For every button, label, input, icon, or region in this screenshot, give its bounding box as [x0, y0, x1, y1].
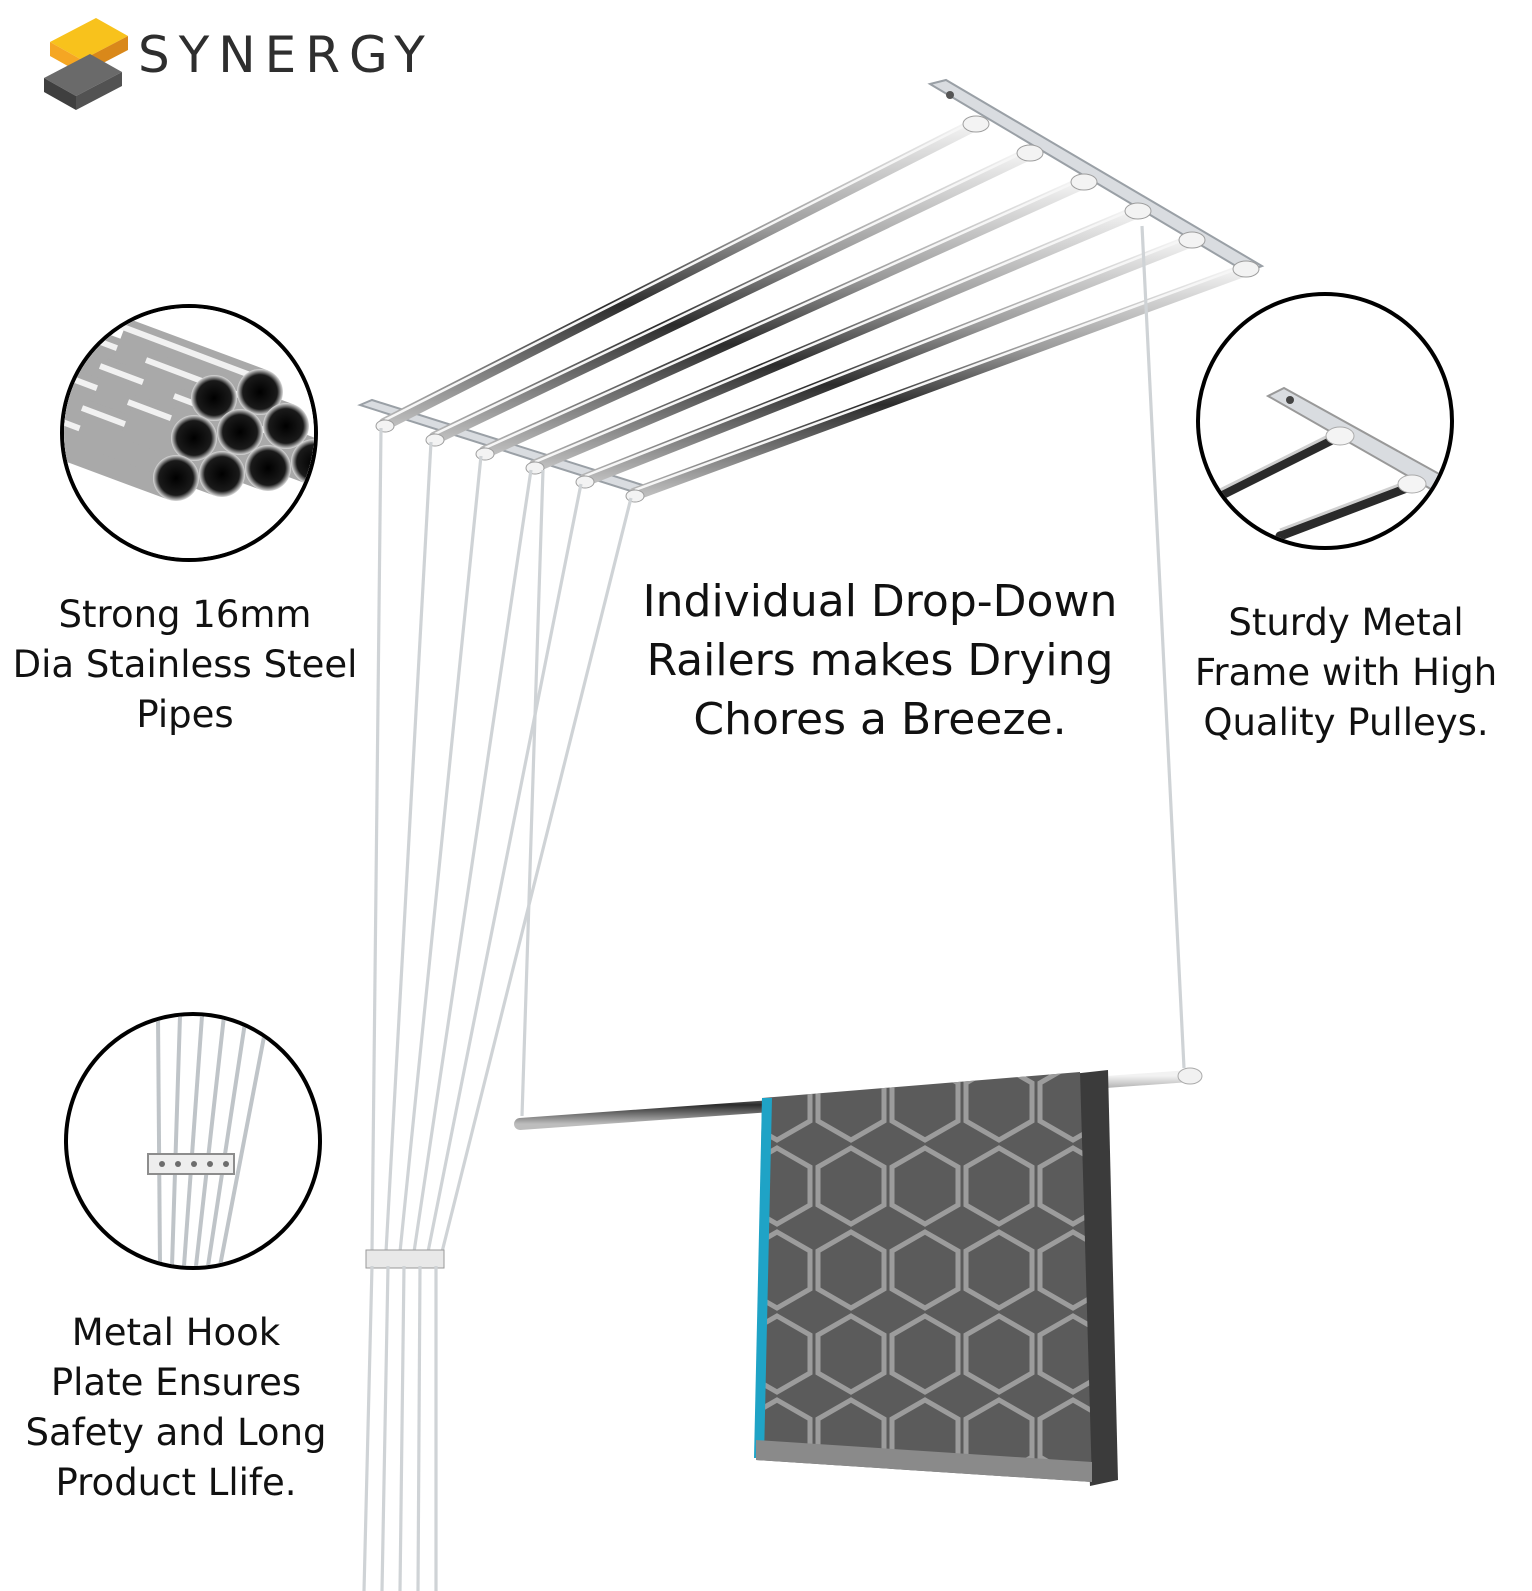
cord — [380, 1265, 390, 1591]
hook-plate-caption-line-1: Metal Hook — [71, 1311, 281, 1354]
rails-group — [375, 115, 1260, 503]
cord — [384, 441, 433, 1253]
pulley — [1232, 260, 1260, 278]
frame-caption-line-3: Quality Pulleys. — [1203, 701, 1489, 744]
pulley — [425, 433, 445, 447]
brand-name: SYNERGY — [138, 26, 434, 84]
towel — [754, 1070, 1118, 1486]
pipe-end — [171, 415, 217, 461]
pipe-end — [153, 455, 199, 501]
brand-logo — [36, 12, 130, 112]
pipe-end — [199, 451, 245, 497]
pulley — [575, 475, 595, 489]
cord — [370, 427, 383, 1253]
metal-frame-pulley-icon — [1215, 386, 1450, 541]
hook-plate — [365, 1249, 445, 1269]
cord — [412, 469, 533, 1253]
steel-pipes-icon — [64, 308, 314, 558]
cord — [398, 1265, 406, 1591]
cord — [362, 1265, 374, 1591]
rail — [525, 202, 1152, 475]
cords-group — [370, 225, 1186, 1253]
stacked-s-logo-icon — [44, 18, 128, 110]
frame-caption: Sturdy Metal Frame with High Quality Pul… — [1176, 598, 1516, 748]
cord — [1140, 225, 1186, 1069]
hook-plate-caption-line-3: Safety and Long — [25, 1411, 327, 1454]
drop-down-caption: Individual Drop-Down Railers makes Dryin… — [610, 572, 1150, 749]
drop-down-caption-line-2: Railers makes Drying — [646, 635, 1114, 686]
pulley — [1016, 144, 1044, 162]
rail — [425, 144, 1044, 447]
pipes-caption: Strong 16mm Dia Stainless Steel Pipes — [0, 590, 370, 740]
pulley — [1070, 173, 1098, 191]
rail — [375, 115, 990, 433]
pipe-end — [237, 369, 283, 415]
rail — [575, 231, 1206, 489]
pipe-end — [245, 445, 291, 491]
hook-plate-caption-line-4: Product Llife. — [55, 1461, 297, 1504]
rail — [475, 173, 1098, 461]
pipes-detail-circle — [60, 304, 318, 562]
pulley — [1178, 231, 1206, 249]
cord — [416, 1265, 422, 1591]
hook-plate-caption: Metal Hook Plate Ensures Safety and Long… — [0, 1308, 352, 1508]
cord — [520, 469, 545, 1117]
cord — [440, 497, 633, 1253]
pipe-end — [291, 439, 314, 485]
pulley — [1124, 202, 1152, 220]
pipe-end — [263, 403, 309, 449]
frame-caption-line-2: Frame with High — [1194, 651, 1498, 694]
pipes-caption-line-3: Pipes — [136, 693, 234, 736]
frame-detail-circle — [1196, 292, 1454, 550]
hook-plate-detail-circle — [64, 1012, 322, 1270]
rail — [625, 260, 1260, 503]
pipes-caption-line-1: Strong 16mm — [58, 593, 312, 636]
frame-caption-line-1: Sturdy Metal — [1228, 601, 1464, 644]
cord — [398, 455, 483, 1253]
drop-down-caption-line-1: Individual Drop-Down — [642, 576, 1118, 627]
pulley — [625, 489, 645, 503]
cord — [426, 483, 583, 1253]
bottom-cords — [362, 1265, 438, 1591]
pulley — [525, 461, 545, 475]
pulley — [375, 419, 395, 433]
pulley — [475, 447, 495, 461]
pipes-caption-line-2: Dia Stainless Steel — [12, 643, 358, 686]
hook-plate-caption-line-2: Plate Ensures — [50, 1361, 302, 1404]
pulley — [962, 115, 990, 133]
hook-plate-icon — [147, 1016, 270, 1266]
pipe-highlight — [118, 323, 260, 381]
pipe-end — [191, 375, 237, 421]
drop-down-caption-line-3: Chores a Breeze. — [693, 694, 1067, 745]
pipe-end — [217, 409, 263, 455]
